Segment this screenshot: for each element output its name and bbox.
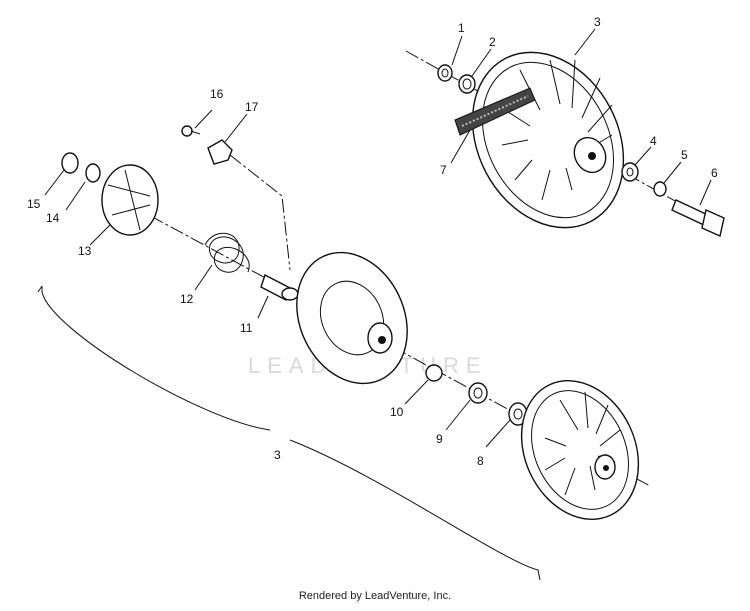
callout-16: 16 — [210, 87, 224, 101]
callout-5: 5 — [681, 148, 688, 162]
washer-2 — [458, 74, 476, 94]
screw-16 — [181, 125, 201, 137]
callout-15: 15 — [27, 197, 41, 211]
drive-sheave-assembly-top — [471, 51, 625, 229]
spring-12 — [204, 232, 250, 273]
callout-14: 14 — [46, 211, 60, 225]
callout-13: 13 — [78, 244, 92, 258]
washer-1 — [437, 64, 453, 82]
drive-belt — [454, 87, 536, 136]
washer-9 — [468, 382, 488, 404]
washer-14 — [85, 163, 101, 183]
callout-9: 9 — [436, 432, 443, 446]
callout-1: 1 — [458, 21, 465, 35]
spider-13 — [101, 164, 159, 236]
snap-ring-15 — [61, 152, 79, 174]
callout-7: 7 — [440, 163, 447, 177]
bolt-6 — [671, 199, 725, 237]
callout-2: 2 — [489, 35, 496, 49]
moveable-sheave — [296, 251, 408, 385]
roller-17 — [207, 139, 233, 165]
callout-10: 10 — [390, 405, 404, 419]
callout-17: 17 — [245, 100, 259, 114]
callout-4: 4 — [650, 134, 657, 148]
callout-8: 8 — [477, 454, 484, 468]
lock-washer-5 — [653, 181, 667, 197]
washer-10 — [425, 364, 443, 382]
credit-footer: Rendered by LeadVenture, Inc. — [298, 590, 452, 602]
washer-4 — [621, 162, 639, 182]
callout-11: 11 — [240, 321, 253, 335]
callout-3-top: 3 — [594, 15, 601, 29]
bushing-11 — [260, 274, 299, 301]
callout-6: 6 — [711, 166, 718, 180]
assembly-bracket — [37, 285, 541, 581]
leader-lines — [44, 28, 712, 448]
fixed-sheave — [520, 380, 640, 520]
part17-leader-line — [229, 154, 291, 271]
callout-12: 12 — [180, 292, 194, 306]
callout-3-bottom: 3 — [274, 448, 281, 462]
